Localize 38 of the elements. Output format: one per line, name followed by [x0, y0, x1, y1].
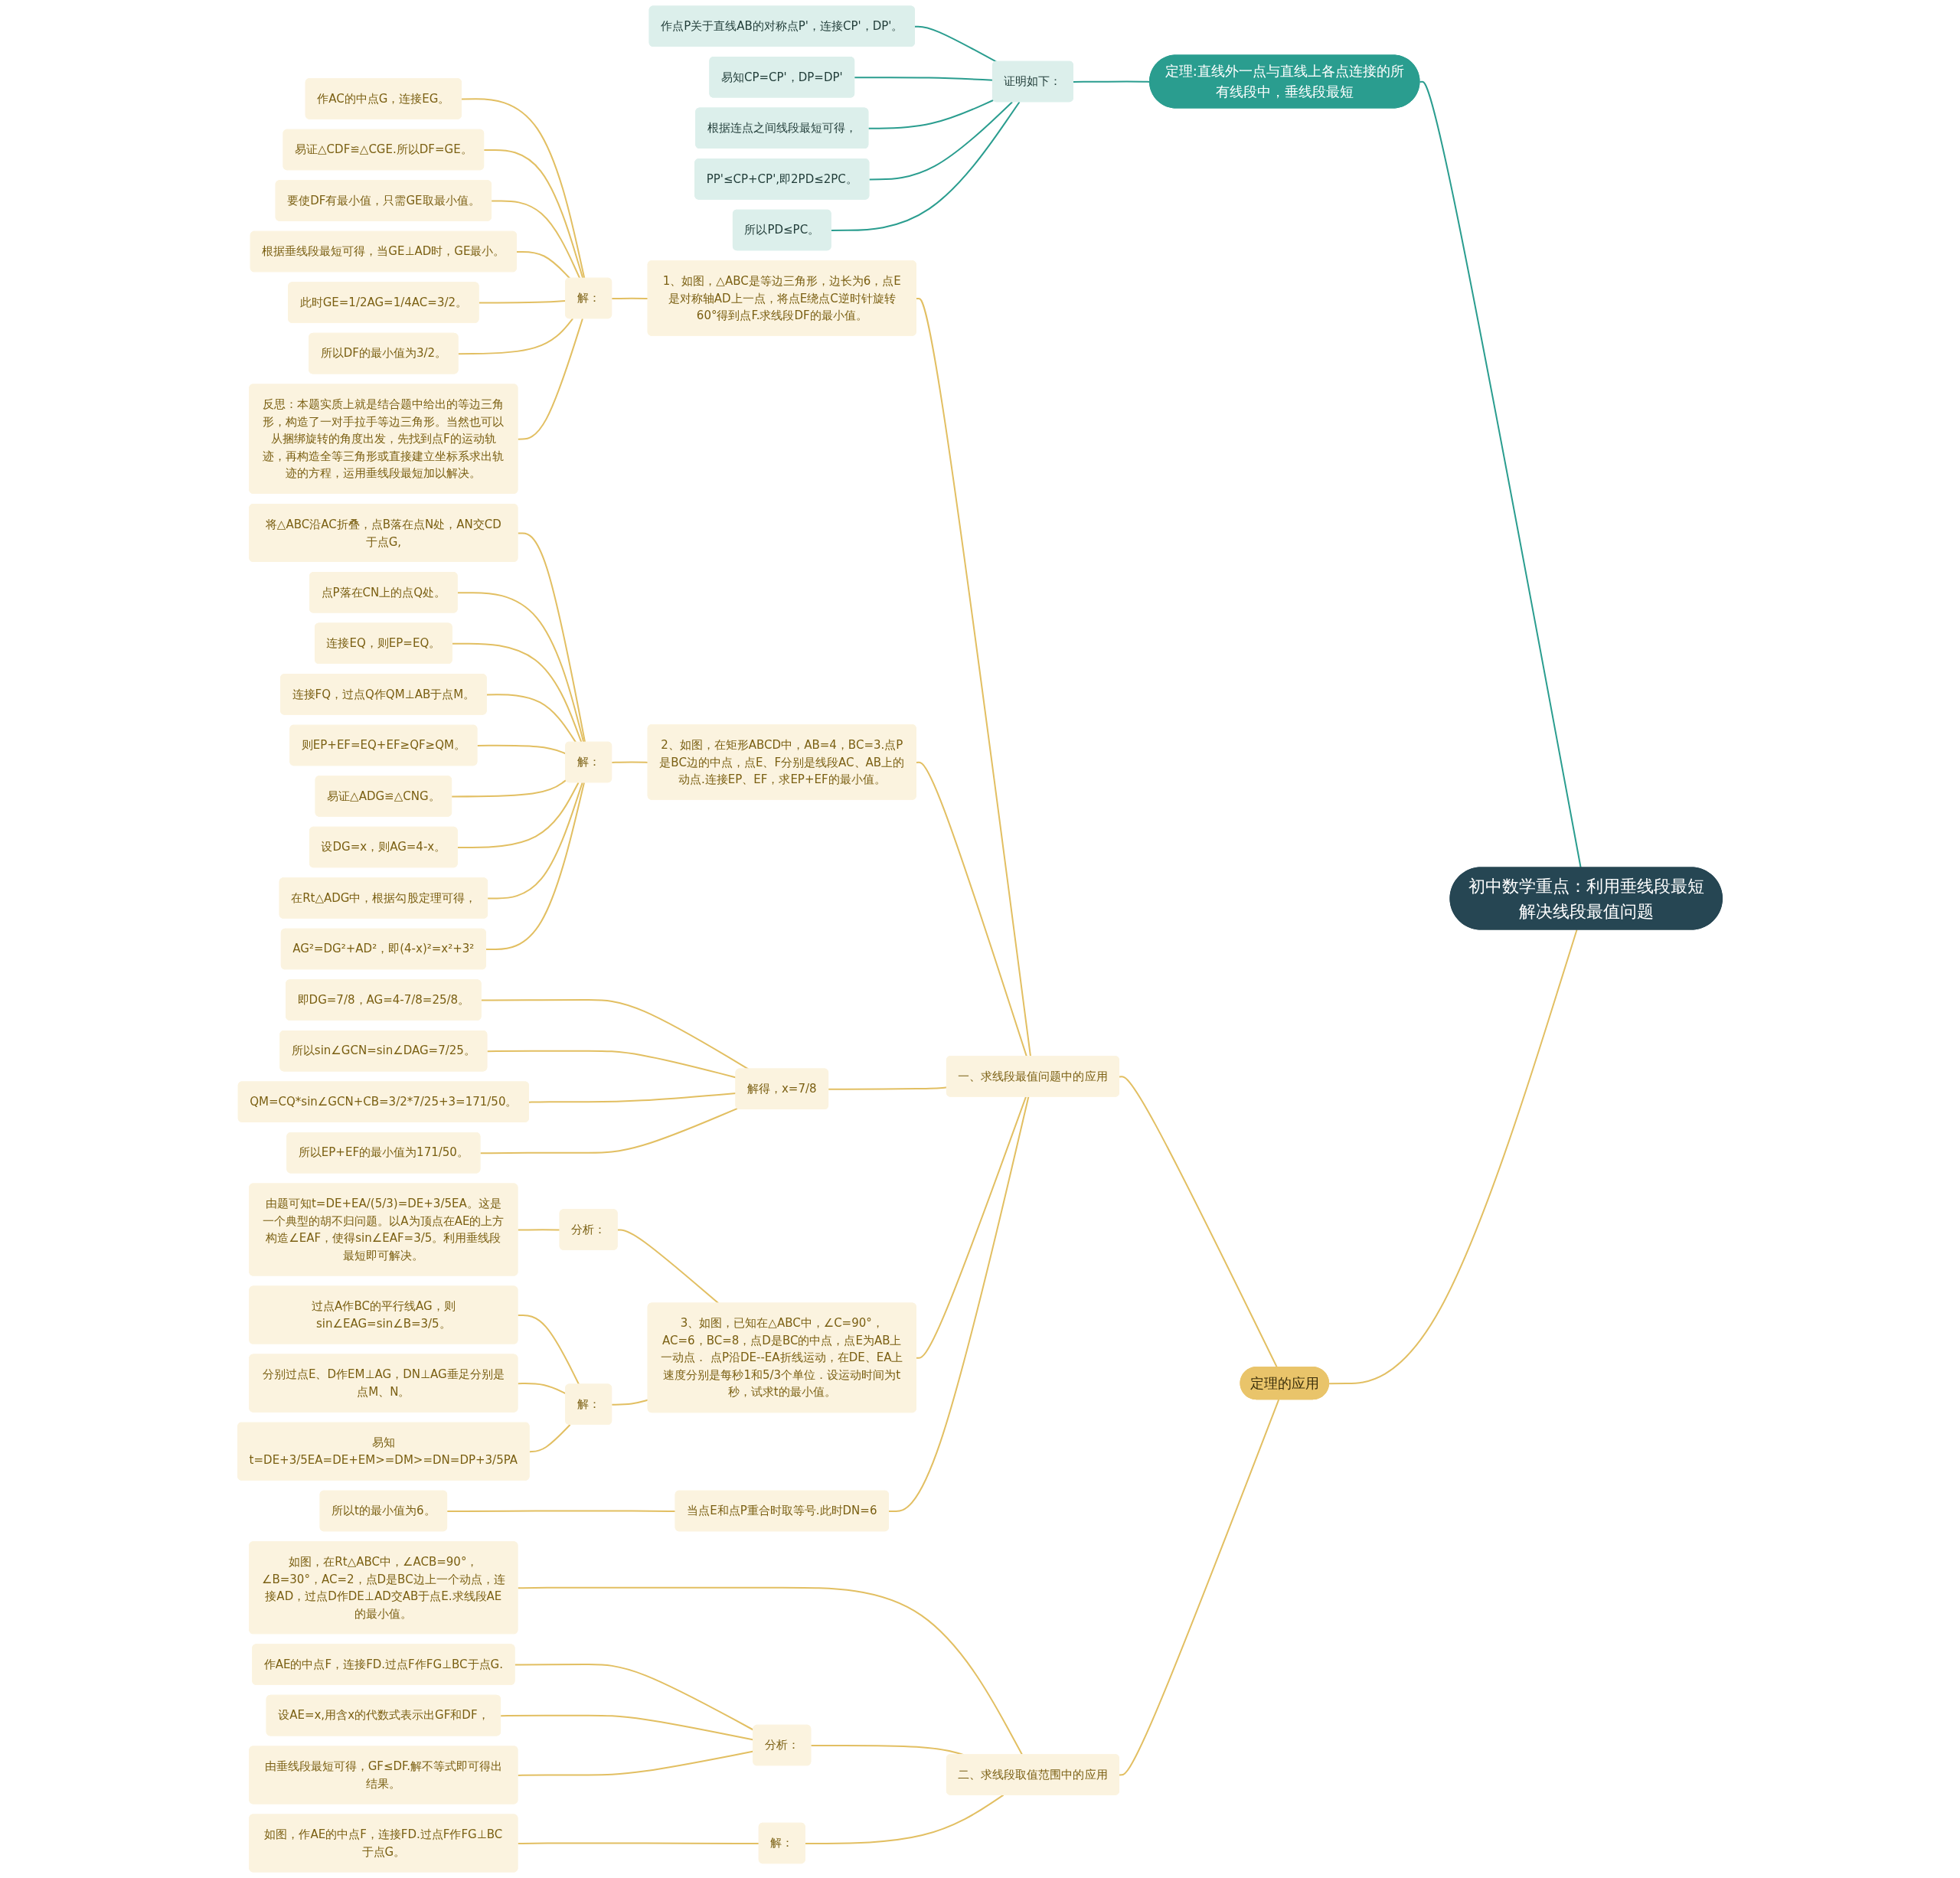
connector — [456, 592, 585, 743]
connector — [517, 1842, 760, 1844]
connector — [913, 25, 998, 63]
connector — [854, 77, 994, 81]
connector — [485, 782, 585, 951]
connector — [451, 642, 583, 743]
connector — [528, 1424, 571, 1453]
connector — [611, 297, 649, 299]
connector — [480, 999, 750, 1070]
connector — [483, 149, 584, 279]
connector — [514, 1664, 755, 1731]
connector — [479, 1107, 739, 1155]
connector — [1419, 80, 1582, 869]
connector — [611, 1399, 649, 1406]
connector — [1119, 1399, 1280, 1776]
connector — [830, 101, 1021, 231]
connector — [451, 779, 567, 798]
connector — [517, 1229, 561, 1231]
connector — [868, 101, 1014, 181]
connector — [867, 99, 995, 129]
connector — [611, 761, 649, 763]
connector — [915, 1096, 1027, 1359]
connector — [491, 200, 581, 279]
connector — [517, 532, 586, 743]
connector — [461, 98, 586, 279]
connector — [516, 250, 571, 279]
connector — [457, 318, 574, 355]
connector — [517, 318, 583, 440]
connector — [887, 1096, 1030, 1512]
connector — [828, 1086, 948, 1090]
connector — [487, 782, 583, 900]
connector — [616, 1229, 720, 1305]
connector — [446, 1510, 677, 1512]
connector — [1328, 929, 1578, 1385]
connector — [517, 1315, 580, 1386]
connector — [804, 1794, 1004, 1844]
connector — [456, 782, 580, 848]
connector — [485, 694, 577, 743]
